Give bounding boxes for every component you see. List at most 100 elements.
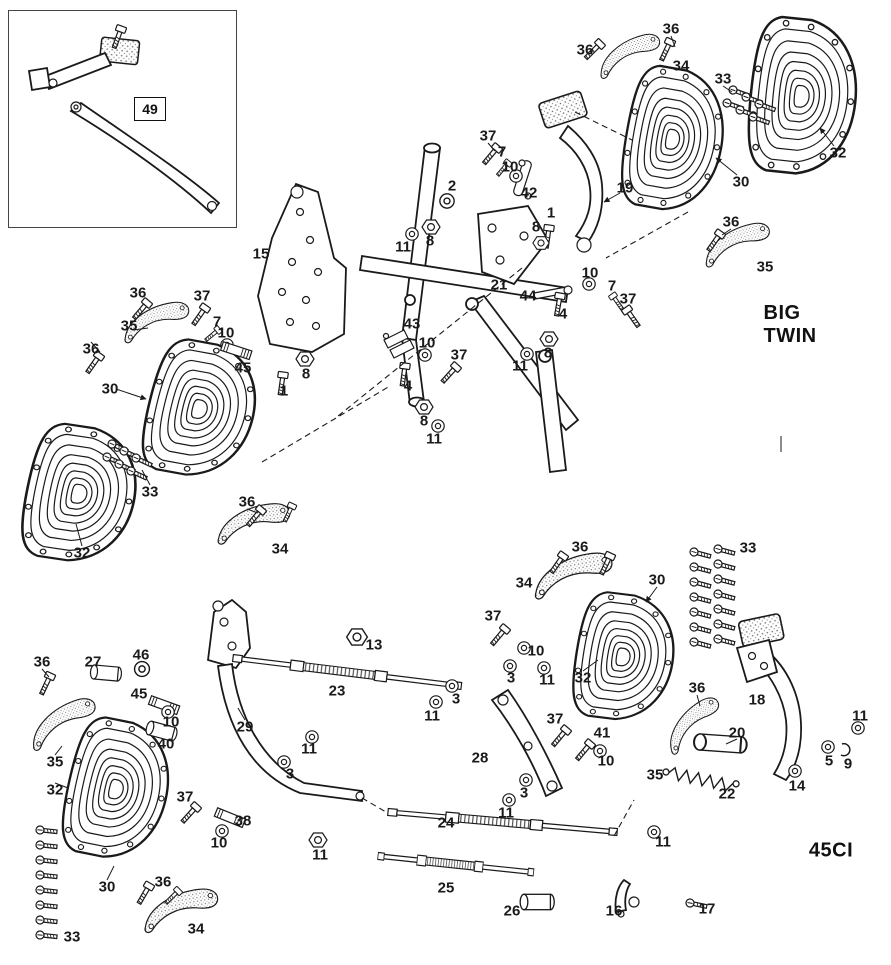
part-callout-10: 10 (217, 324, 235, 342)
part-callout-11: 11 (655, 833, 671, 851)
part-callout-49-box: 49 (134, 97, 166, 121)
footboard-32-right-45ci (567, 590, 682, 725)
part-callout-27: 27 (84, 653, 102, 671)
section-label-big-twin: BIG TWIN (763, 302, 817, 347)
part-callout-10: 10 (501, 158, 519, 176)
part-callout-18: 18 (748, 691, 766, 709)
part-callout-30: 30 (732, 173, 750, 191)
part-callout-36: 36 (662, 20, 680, 38)
part-callout-34: 34 (187, 920, 205, 938)
part-callout-30: 30 (98, 878, 116, 896)
part-callout-8: 8 (419, 412, 429, 430)
part-callout-25: 25 (437, 879, 455, 897)
part-callout-38: 38 (234, 812, 252, 830)
part-callout-45: 45 (234, 359, 252, 377)
part-callout-36: 36 (129, 284, 147, 302)
link-42 (513, 159, 532, 200)
part-callout-33: 33 (739, 539, 757, 557)
sleeve-26 (519, 893, 555, 911)
part-callout-8: 8 (543, 344, 553, 362)
part-callout-32: 32 (73, 544, 91, 562)
part-callout-10: 10 (581, 264, 599, 282)
part-callout-7: 7 (497, 143, 507, 161)
part-callout-11: 11 (539, 671, 555, 689)
part-callout-29: 29 (236, 718, 254, 736)
part-callout-40: 40 (157, 735, 175, 753)
part-callout-16: 16 (605, 902, 623, 920)
part-callout-37: 37 (176, 788, 194, 806)
part-callout-11: 11 (512, 357, 528, 375)
part-callout-35: 35 (120, 317, 138, 335)
part-callout-30: 30 (101, 380, 119, 398)
lever-28 (490, 688, 564, 798)
part-callout-19: 19 (616, 179, 634, 197)
mounting-bracket-15 (257, 182, 347, 353)
part-callout-3: 3 (285, 765, 295, 783)
part-callout-37: 37 (484, 607, 502, 625)
part-callout-24: 24 (437, 814, 455, 832)
part-callout-1: 1 (546, 204, 556, 222)
part-callout-10: 10 (210, 834, 228, 852)
part-callout-42: 42 (520, 184, 538, 202)
part-callout-3: 3 (451, 690, 461, 708)
part-callout-14: 14 (788, 777, 806, 795)
section-label-45ci: 45CI (808, 839, 854, 862)
part-callout-11: 11 (312, 846, 328, 864)
part-callout-37: 37 (619, 290, 637, 308)
part-callout-9: 9 (843, 755, 853, 773)
rod-25 (376, 850, 535, 878)
part-callout-36: 36 (82, 340, 100, 358)
part-callout-32: 32 (46, 781, 64, 799)
part-callout-43: 43 (403, 315, 421, 333)
part-callout-4: 4 (558, 305, 568, 323)
part-callout-13: 13 (365, 636, 383, 654)
part-callout-35: 35 (46, 753, 64, 771)
part-callout-28: 28 (471, 749, 489, 767)
part-callout-7: 7 (212, 313, 222, 331)
part-callout-49: 49 (142, 101, 158, 117)
part-callout-10: 10 (162, 713, 180, 731)
part-callout-1: 1 (279, 382, 289, 400)
part-callout-5: 5 (824, 752, 834, 770)
part-callout-23: 23 (328, 682, 346, 700)
part-callout-11: 11 (426, 430, 442, 448)
part-callout-34: 34 (515, 574, 533, 592)
part-callout-11: 11 (424, 707, 440, 725)
part-callout-46: 46 (132, 646, 150, 664)
part-callout-2: 2 (447, 177, 457, 195)
part-callout-22: 22 (718, 785, 736, 803)
dashed-lines (261, 111, 689, 837)
part-callout-36: 36 (571, 538, 589, 556)
part-callout-33: 33 (63, 928, 81, 946)
fasteners-45ci (35, 544, 865, 942)
part-callout-36: 36 (238, 493, 256, 511)
bracket-16 (614, 878, 640, 918)
brake-pedal-18 (735, 613, 802, 782)
bracket-head-29 (207, 598, 251, 670)
part-callout-37: 37 (193, 287, 211, 305)
inset-detail-box: 49 (8, 10, 237, 228)
part-callout-35: 35 (756, 258, 774, 276)
plate-21 (477, 205, 550, 286)
part-callout-45: 45 (130, 685, 148, 703)
part-callout-3: 3 (519, 784, 529, 802)
part-callout-8: 8 (425, 232, 435, 250)
rod-23 (231, 652, 463, 692)
part-callout-37: 37 (546, 710, 564, 728)
part-callout-34: 34 (672, 57, 690, 75)
part-callout-35: 35 (646, 766, 664, 784)
part-callout-20: 20 (728, 724, 746, 742)
part-callout-36: 36 (154, 873, 172, 891)
clamp-43 (382, 329, 415, 359)
part-callout-11: 11 (498, 804, 514, 822)
part-callout-41: 41 (593, 724, 611, 742)
part-callout-15: 15 (252, 245, 270, 263)
part-callout-32: 32 (574, 669, 592, 687)
brake-pedal-19 (538, 90, 604, 253)
part-callout-36: 36 (722, 213, 740, 231)
part-callout-7: 7 (607, 277, 617, 295)
part-callout-11: 11 (852, 707, 868, 725)
inset-artwork (27, 23, 221, 215)
